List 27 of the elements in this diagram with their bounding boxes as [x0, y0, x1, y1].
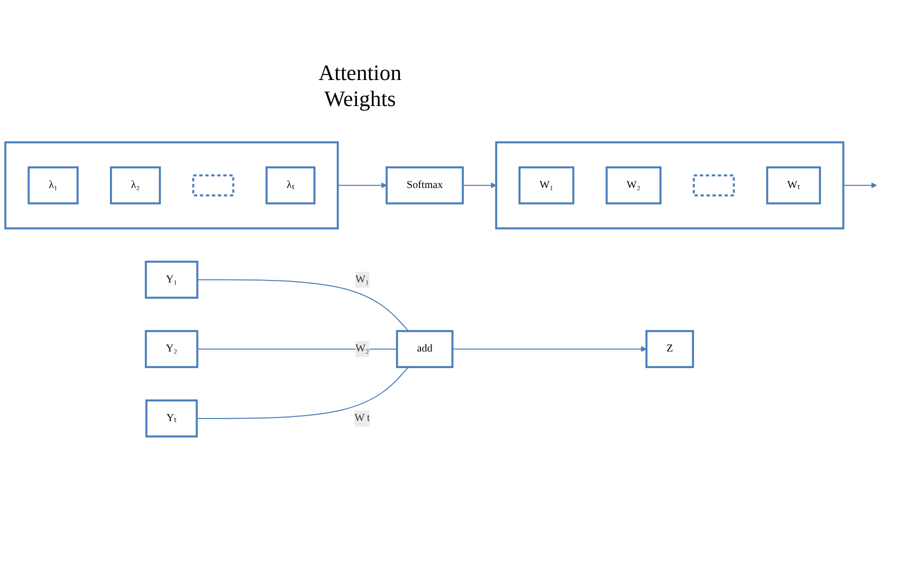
node-box: Wₜ — [766, 166, 821, 204]
node-box: λ₁ — [28, 166, 79, 204]
arrow — [842, 182, 877, 188]
node-box: Yₜ — [145, 400, 198, 438]
node-box: Y₁ — [144, 260, 198, 299]
node-box: λ₂ — [110, 166, 161, 204]
node-box: Y₂ — [144, 330, 198, 368]
connector — [196, 279, 409, 332]
annotation-text: Attention Weights — [317, 60, 403, 112]
node-box: add — [396, 330, 454, 368]
node-box: W₁ — [518, 166, 574, 204]
node-box — [192, 174, 234, 196]
arrow — [337, 182, 387, 188]
cluster — [495, 141, 844, 230]
node-box: Softmax — [386, 166, 464, 204]
node-box: Z — [645, 330, 694, 368]
edge-label: W₁ — [355, 274, 370, 286]
arrow — [462, 182, 496, 188]
connector — [196, 348, 398, 350]
connector — [196, 366, 409, 420]
edge-label: W₂ — [355, 343, 370, 355]
node-box — [692, 174, 735, 196]
cluster — [4, 141, 339, 230]
edge-label: W t — [354, 412, 370, 424]
node-box: λₜ — [266, 166, 316, 204]
node-box: W₂ — [606, 166, 662, 204]
arrow — [452, 346, 647, 352]
